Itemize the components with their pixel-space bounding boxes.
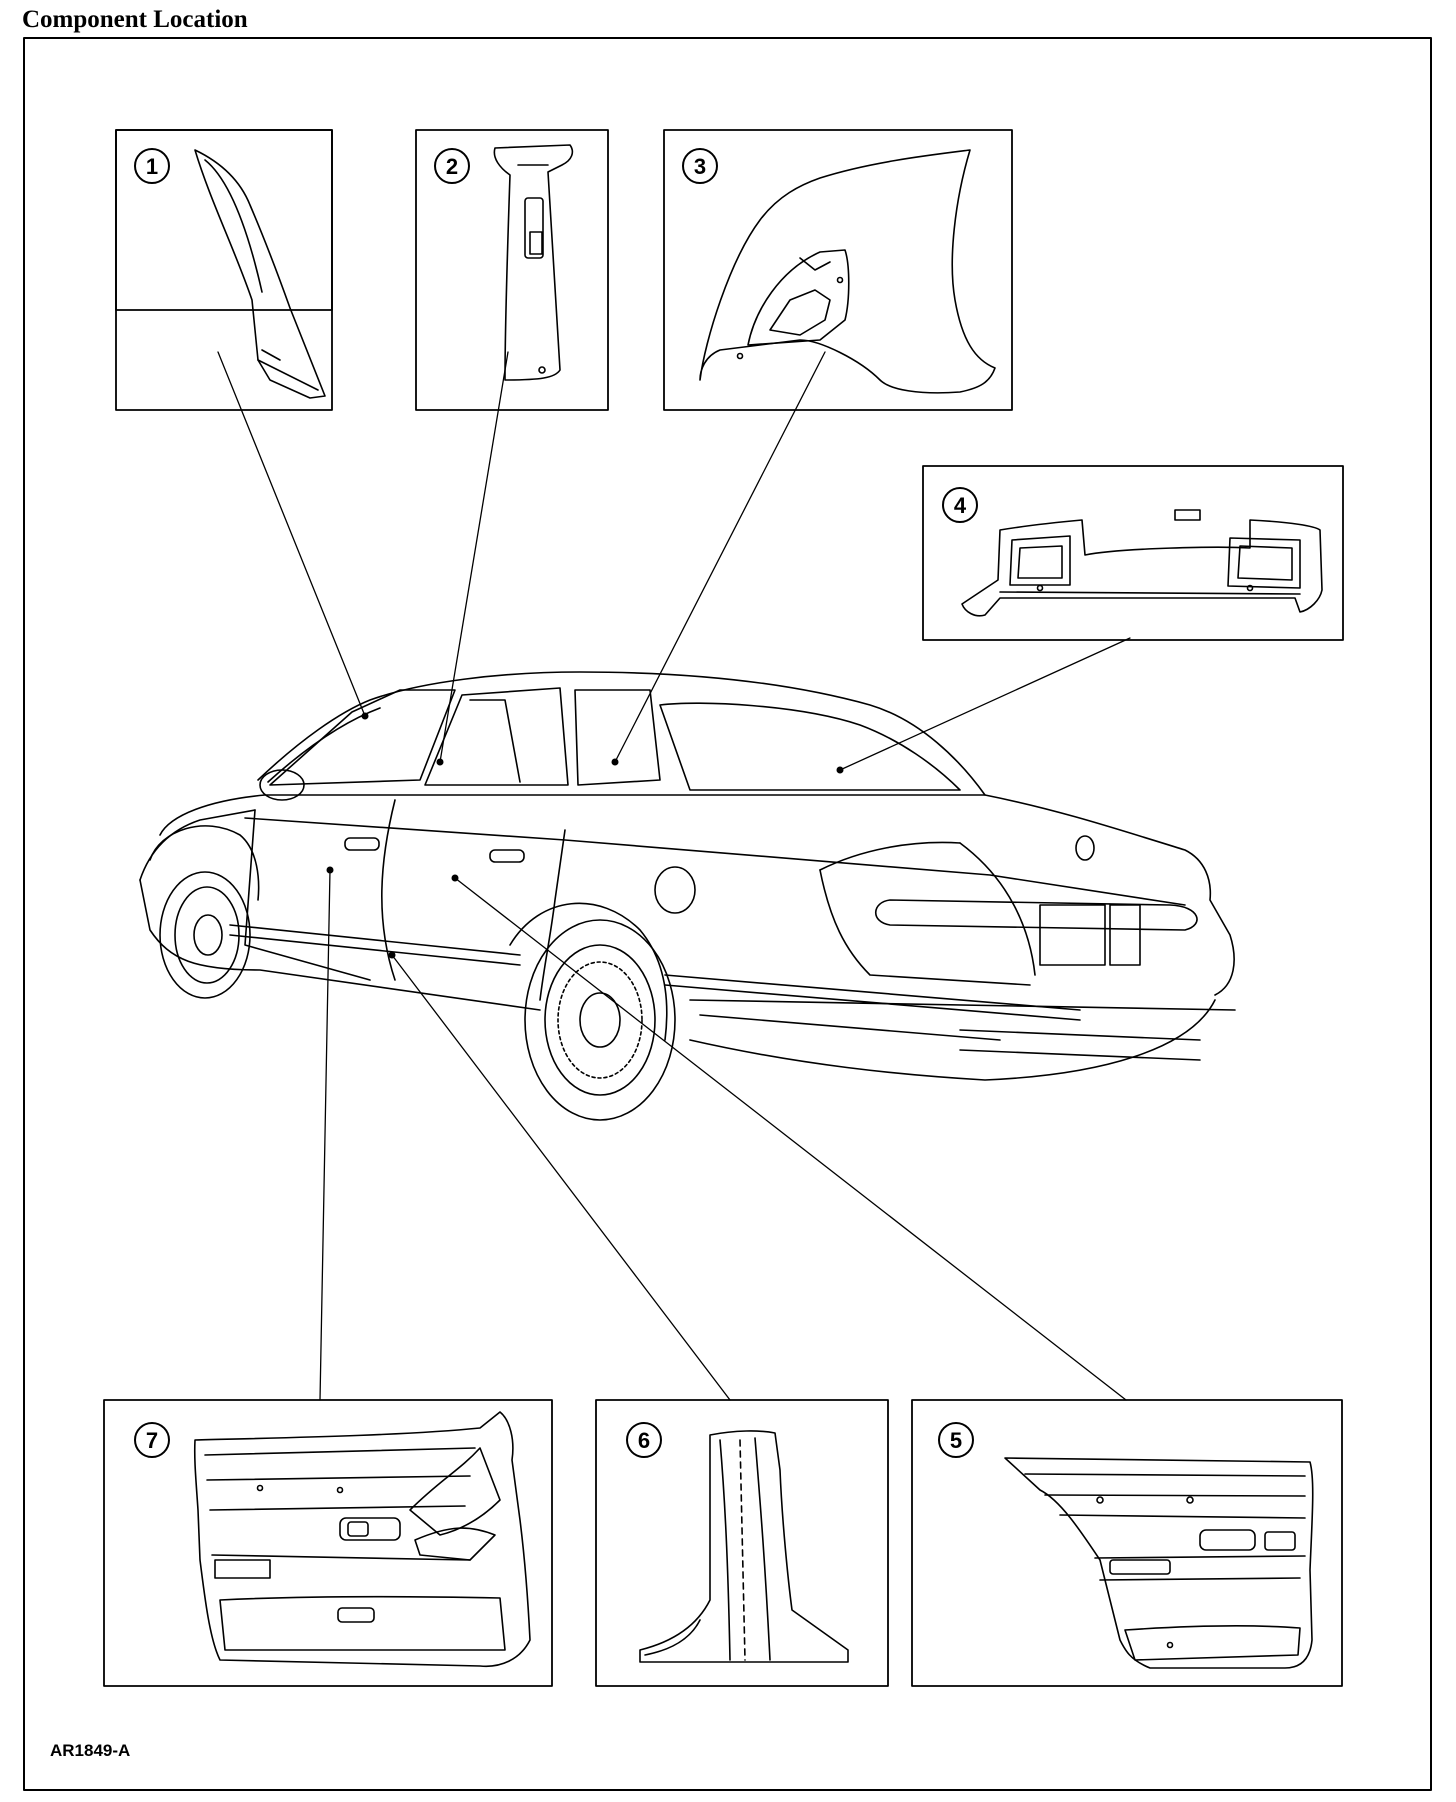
callout-2: 2 (434, 148, 470, 184)
callout-7: 7 (134, 1422, 170, 1458)
leader-points (326, 712, 844, 959)
vehicle-illustration (139, 671, 1236, 1121)
callout-1: 1 (134, 148, 170, 184)
panel-6 (595, 1399, 889, 1687)
panel-3 (663, 129, 1013, 411)
callout-5-number: 5 (950, 1428, 962, 1453)
callout-1-number: 1 (146, 154, 158, 179)
leader-lines (217, 351, 1131, 1401)
callout-5: 5 (938, 1422, 974, 1458)
callout-2-number: 2 (446, 154, 458, 179)
panel-2 (415, 129, 609, 411)
diagram-frame (23, 37, 1432, 1791)
panel-1-box (115, 129, 333, 411)
page-title: Component Location (22, 6, 248, 33)
callout-6-number: 6 (638, 1428, 650, 1453)
callout-4-number: 4 (954, 493, 967, 518)
callout-4: 4 (942, 487, 978, 523)
panel-7 (103, 1399, 553, 1687)
callout-7-number: 7 (146, 1428, 158, 1453)
panel-4 (922, 465, 1344, 641)
callout-6: 6 (626, 1422, 662, 1458)
callout-3: 3 (682, 148, 718, 184)
figure-code: AR1849-A (50, 1741, 131, 1760)
callout-3-number: 3 (694, 154, 706, 179)
panel-5 (911, 1399, 1343, 1687)
